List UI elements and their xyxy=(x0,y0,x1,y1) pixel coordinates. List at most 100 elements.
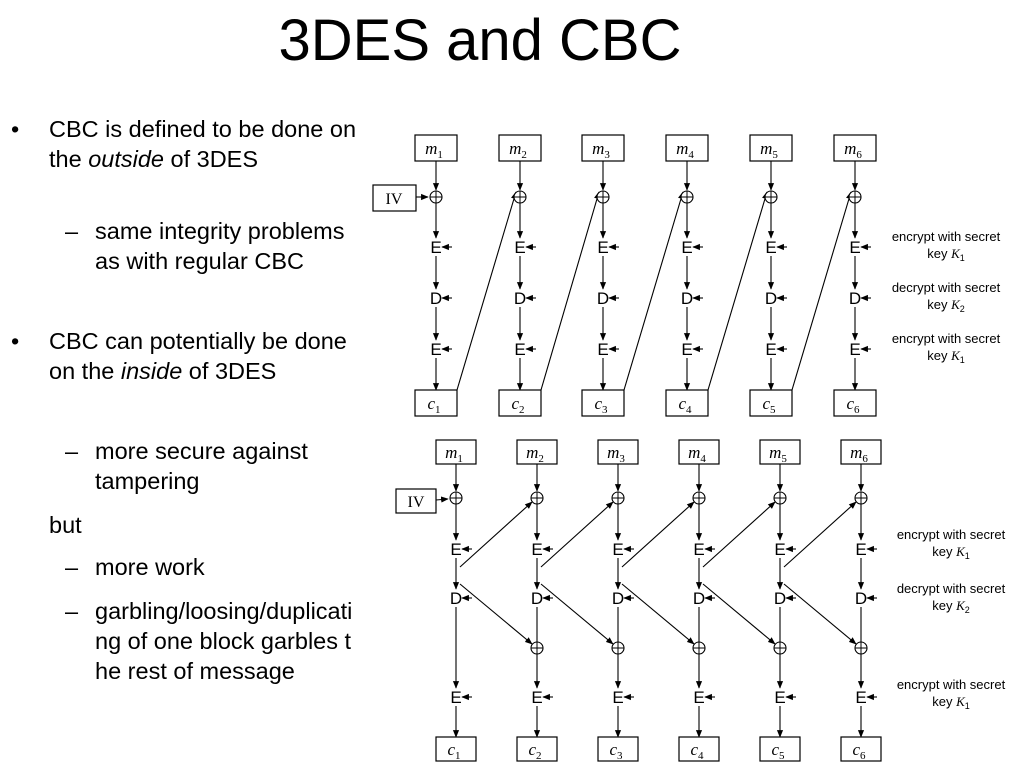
bullet-inside: • CBC can potentially be done on the ins… xyxy=(11,328,347,384)
xor-bottom-3 xyxy=(611,491,625,505)
m-bottom-4-box xyxy=(678,439,720,465)
op-E-bottom-3: E xyxy=(612,540,623,559)
op-D-bottom-1: D xyxy=(450,589,462,608)
dash-icon: – xyxy=(65,438,79,464)
op-D-bottom-6: D xyxy=(855,589,867,608)
key-note-top-1-line2: key K1 xyxy=(927,246,965,263)
chain-arrow-top xyxy=(540,191,601,391)
chain-arrow-E xyxy=(783,501,857,568)
c-top-3-box xyxy=(581,389,625,417)
key-note-bottom-2-line2: key K2 xyxy=(932,598,970,615)
key-note-bottom-1-line1: encrypt with secret xyxy=(897,527,1006,542)
xor-top-6 xyxy=(848,190,862,204)
c-top-6-label: c6 xyxy=(846,394,860,416)
op-D-top-6: D xyxy=(849,289,861,308)
c-top-1-label: c1 xyxy=(427,394,440,416)
op-D-top-1: D xyxy=(430,289,442,308)
c-top-5-box xyxy=(749,389,793,417)
c-bottom-3-label: c3 xyxy=(609,740,623,762)
key-note-bottom-1-line2: key K1 xyxy=(932,544,970,561)
chain-arrow-top xyxy=(791,191,852,391)
c-bottom-6-box xyxy=(840,736,882,762)
chain-arrow-E xyxy=(702,501,776,568)
xor-top-3 xyxy=(596,190,610,204)
key-note-top-2-line1: decrypt with secret xyxy=(892,280,1001,295)
chain-arrow-D xyxy=(540,583,614,645)
xor-top-4 xyxy=(680,190,694,204)
op-E2-bottom-2: E xyxy=(531,688,542,707)
xor-mid-bottom-5 xyxy=(773,641,787,655)
dash-icon: – xyxy=(65,218,79,244)
iv-label-bottom: IV xyxy=(408,494,425,511)
op-D-bottom-4: D xyxy=(693,589,705,608)
m-bottom-1-label: m1 xyxy=(445,443,463,465)
chain-arrow-E xyxy=(459,501,533,568)
key-note-bottom-2-line1: decrypt with secret xyxy=(897,581,1006,596)
op-D-top-3: D xyxy=(597,289,609,308)
chain-arrow-D xyxy=(783,583,857,645)
c-bottom-2-box xyxy=(516,736,558,762)
iv-box-top xyxy=(372,184,417,212)
op-D-bottom-3: D xyxy=(612,589,624,608)
m-top-1-label: m1 xyxy=(425,139,443,161)
op-D-top-2: D xyxy=(514,289,526,308)
op-E2-bottom-4: E xyxy=(693,688,704,707)
m-top-2-label: m2 xyxy=(509,139,527,161)
xor-mid-bottom-4 xyxy=(692,641,706,655)
chain-arrow-top xyxy=(623,191,684,391)
op-E-top-5: E xyxy=(765,238,776,257)
bullet-dot-icon: • xyxy=(11,116,20,142)
op-E2-top-5: E xyxy=(765,340,776,359)
key-note-top-3-line1: encrypt with secret xyxy=(892,331,1001,346)
chain-arrow-E xyxy=(540,501,614,568)
chain-arrow-D xyxy=(702,583,776,645)
op-E-bottom-2: E xyxy=(531,540,542,559)
m-bottom-3-box xyxy=(597,439,639,465)
op-E2-bottom-3: E xyxy=(612,688,623,707)
op-E2-top-3: E xyxy=(597,340,608,359)
op-D-top-4: D xyxy=(681,289,693,308)
op-E-top-6: E xyxy=(849,238,860,257)
c-bottom-1-box xyxy=(435,736,477,762)
m-bottom-2-box xyxy=(516,439,558,465)
c-top-2-label: c2 xyxy=(511,394,524,416)
chain-arrow-D xyxy=(459,583,533,645)
xor-mid-bottom-3 xyxy=(611,641,625,655)
chain-arrow-top xyxy=(456,191,517,391)
m-top-3-label: m3 xyxy=(592,139,610,161)
m-bottom-6-label: m6 xyxy=(850,443,868,465)
op-E-top-3: E xyxy=(597,238,608,257)
op-E-bottom-6: E xyxy=(855,540,866,559)
m-bottom-4-label: m4 xyxy=(688,443,706,465)
chain-arrow-top xyxy=(707,191,768,391)
m-bottom-3-label: m3 xyxy=(607,443,625,465)
c-top-4-label: c4 xyxy=(678,394,692,416)
key-note-top-3-line2: key K1 xyxy=(927,348,965,365)
c-bottom-6-label: c6 xyxy=(852,740,866,762)
c-top-4-box xyxy=(665,389,709,417)
xor-bottom-5 xyxy=(773,491,787,505)
m-top-5-label: m5 xyxy=(760,139,778,161)
dash-icon: – xyxy=(65,598,79,624)
m-top-6-box xyxy=(833,134,877,162)
op-E-top-2: E xyxy=(514,238,525,257)
key-note-top-2-line2: key K2 xyxy=(927,297,965,314)
op-E2-bottom-1: E xyxy=(450,688,461,707)
op-D-bottom-2: D xyxy=(531,589,543,608)
xor-mid-bottom-2 xyxy=(530,641,544,655)
op-D-bottom-5: D xyxy=(774,589,786,608)
op-E2-top-4: E xyxy=(681,340,692,359)
m-bottom-1-box xyxy=(435,439,477,465)
op-E-bottom-4: E xyxy=(693,540,704,559)
c-bottom-1-label: c1 xyxy=(447,740,460,762)
op-E2-top-2: E xyxy=(514,340,525,359)
op-E2-bottom-6: E xyxy=(855,688,866,707)
key-note-bottom-3-line1: encrypt with secret xyxy=(897,677,1006,692)
m-bottom-2-label: m2 xyxy=(526,443,544,465)
subbullet-more-work: – more work xyxy=(65,554,205,580)
iv-box-bottom xyxy=(395,488,437,514)
m-top-4-box xyxy=(665,134,709,162)
text-but: but xyxy=(49,512,82,538)
c-top-6-box xyxy=(833,389,877,417)
